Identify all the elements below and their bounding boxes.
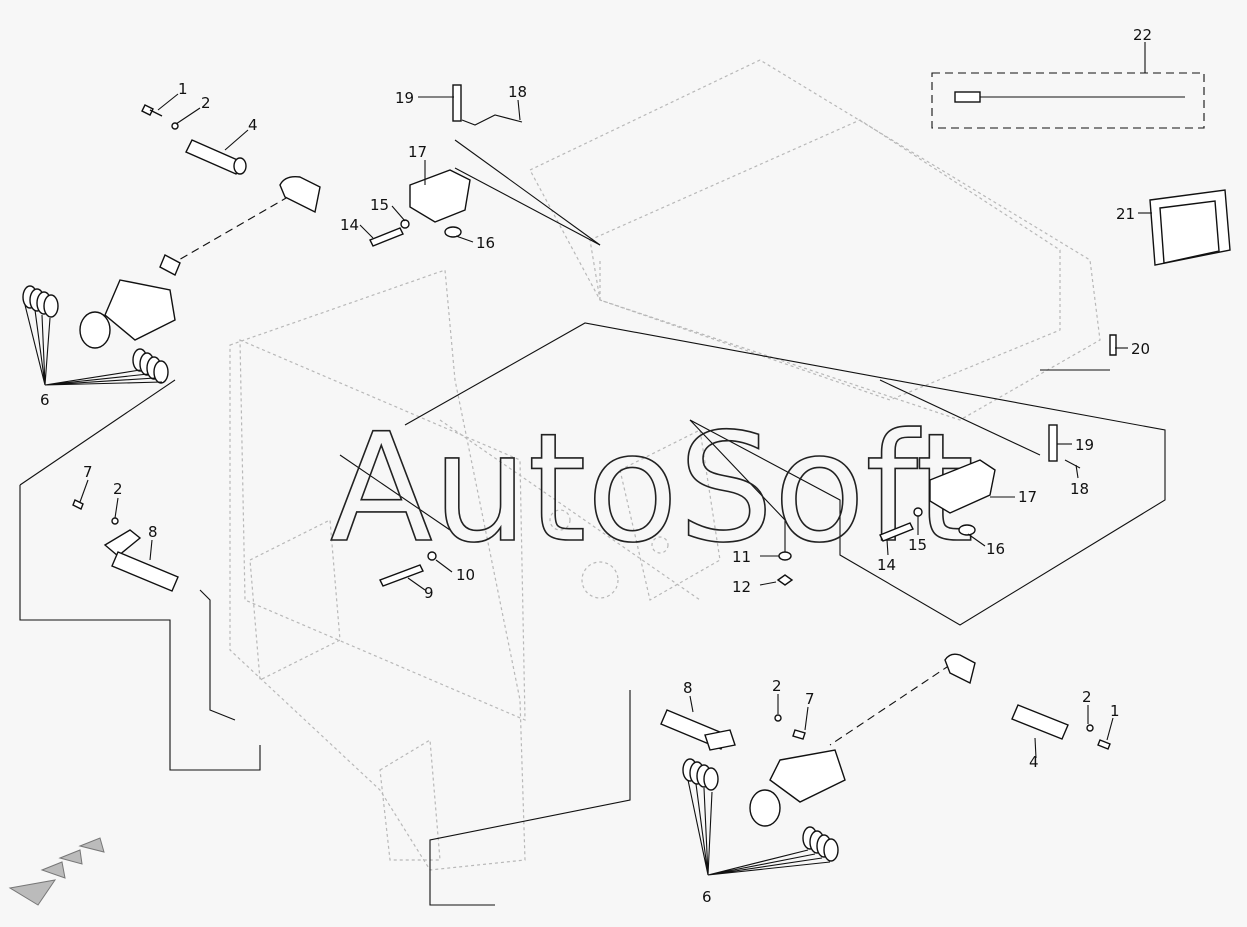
group-lines: [19, 139, 1166, 906]
spring-coils-lower: [802, 826, 839, 862]
callout-16: 16: [476, 234, 495, 252]
spring-housing: [104, 279, 176, 341]
washer-part: [444, 226, 462, 238]
callout-18: 18: [508, 83, 527, 101]
bracket-part: [409, 169, 471, 223]
callout-2: 2: [201, 94, 211, 112]
pin-part: [185, 139, 243, 175]
callout-leaders: [79, 42, 1152, 759]
washer-part: [778, 551, 792, 561]
pin-end: [233, 157, 247, 175]
pin-part: [111, 551, 179, 592]
callout-18: 18: [1070, 480, 1089, 498]
screw-part: [72, 499, 84, 510]
washer-part: [111, 517, 119, 525]
pivot-assembly-top-left: [22, 104, 321, 386]
bushing-part: [159, 254, 181, 276]
screw-part: [792, 729, 806, 740]
pin-part: [1048, 424, 1058, 462]
callout-19: 19: [1075, 436, 1094, 454]
callout-7: 7: [83, 463, 93, 481]
washer-part: [171, 122, 179, 130]
bracket-assembly-top: [369, 84, 523, 247]
callout-labels: 1 2 4 6 7 2 8 9 10 11 12 14 15 16 17 19 …: [40, 26, 1152, 906]
spring-collar: [79, 311, 111, 349]
watermark-text: AutoSoft: [330, 402, 974, 576]
pin-plate: [704, 729, 736, 751]
pin-plate: [103, 529, 142, 557]
screw-part: [1097, 739, 1111, 750]
callout-11: 11: [732, 548, 751, 566]
washer-part: [400, 219, 410, 229]
callout-2: 2: [772, 677, 782, 695]
bolt-part: [369, 227, 404, 247]
callout-17: 17: [408, 143, 427, 161]
pin-assembly-left: [72, 499, 179, 592]
spring-housing: [769, 749, 846, 803]
bolt-part-20: [1109, 334, 1117, 356]
callout-19: 19: [395, 89, 414, 107]
spring-coils-lower: [132, 348, 169, 384]
bolt-part: [379, 564, 424, 587]
callout-6: 6: [702, 888, 712, 906]
callout-1: 1: [178, 80, 188, 98]
screw-part: [141, 104, 163, 117]
callout-14: 14: [340, 216, 359, 234]
callout-8: 8: [683, 679, 693, 697]
callout-10: 10: [456, 566, 475, 584]
washer-part: [774, 714, 782, 722]
washer-part: [1086, 724, 1094, 732]
bolt-assembly-center: [379, 551, 437, 587]
pin-part: [452, 84, 462, 122]
spring-collar: [749, 789, 781, 827]
washer-part: [427, 551, 437, 561]
direction-arrow-icon: [8, 837, 105, 906]
callout-6: 6: [40, 391, 50, 409]
callout-14: 14: [877, 556, 896, 574]
callout-7: 7: [805, 690, 815, 708]
bracket-assembly-right: [879, 424, 1081, 542]
nut-part: [776, 574, 794, 586]
callout-21: 21: [1116, 205, 1135, 223]
callout-15: 15: [908, 536, 927, 554]
callout-12: 12: [732, 578, 751, 596]
callout-8: 8: [148, 523, 158, 541]
callout-1: 1: [1110, 702, 1120, 720]
bolt-part: [879, 522, 914, 542]
washer-part: [958, 524, 976, 536]
spring-coils-upper: [22, 285, 59, 318]
tube-end: [944, 653, 976, 685]
callout-16: 16: [986, 540, 1005, 558]
tube-end: [279, 175, 321, 214]
callout-2: 2: [113, 480, 123, 498]
callout-15: 15: [370, 196, 389, 214]
chassis-frame-ghost: [229, 59, 1101, 871]
work-light: [1149, 189, 1231, 266]
callout-4: 4: [248, 116, 258, 134]
bracket-part: [929, 459, 996, 514]
callout-9: 9: [424, 584, 434, 602]
axis-lines: [169, 189, 951, 746]
callout-20: 20: [1131, 340, 1150, 358]
spring-coils-upper: [682, 758, 719, 791]
pivot-assembly-bottom-right: [660, 653, 1111, 876]
callout-2: 2: [1082, 688, 1092, 706]
callout-4: 4: [1029, 753, 1039, 771]
cotter-pin: [461, 114, 523, 126]
washer-part: [913, 507, 923, 517]
wiring-harness-box: [931, 72, 1205, 129]
callout-17: 17: [1018, 488, 1037, 506]
cotter-pin: [1064, 459, 1081, 469]
callout-22: 22: [1133, 26, 1152, 44]
pin-part: [1011, 704, 1069, 740]
